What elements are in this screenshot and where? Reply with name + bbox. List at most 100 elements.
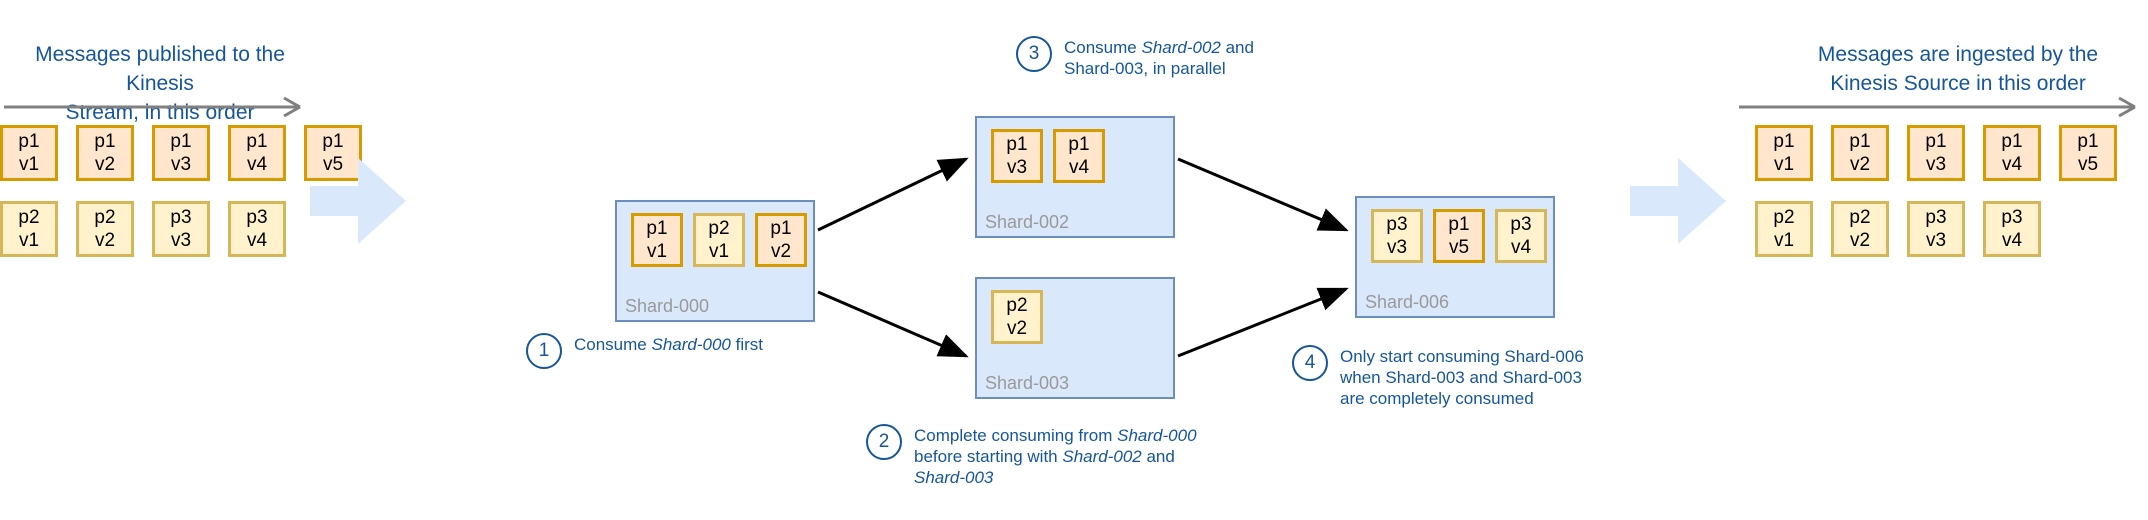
card-version: v1: [18, 154, 40, 175]
card-partition: p3: [2001, 207, 2023, 228]
card-partition: p3: [246, 207, 268, 228]
card-version: v2: [94, 154, 116, 175]
card-version: v4: [1510, 237, 1532, 258]
card-partition: p3: [170, 207, 192, 228]
card-partition: p1: [770, 218, 792, 239]
right-panel-heading-line1: Messages are ingested by the: [1817, 43, 2099, 66]
card-version: v3: [1925, 230, 1947, 251]
card-partition: p2: [1849, 207, 1871, 228]
callout-2-number: 2: [866, 424, 902, 460]
right-panel-heading-line2: Kinesis Source in this order: [1830, 72, 2086, 95]
left-order-arrow-icon: [4, 96, 301, 118]
card-partition: p2: [1773, 207, 1795, 228]
card-partition: p2: [1006, 295, 1028, 316]
card-partition: p3: [1925, 207, 1947, 228]
card-partition: p1: [170, 131, 192, 152]
right-panel-heading: Messages are ingested by the Kinesis Sou…: [1768, 40, 2148, 98]
callout-4-number: 4: [1292, 345, 1328, 381]
shard-label-shard-000: Shard-000: [625, 296, 710, 316]
card-partition: p1: [1448, 214, 1470, 235]
card-version: v1: [708, 241, 730, 262]
card-partition: p1: [1068, 134, 1090, 155]
card-version: v3: [1925, 154, 1947, 175]
left-panel-heading-line1: Messages published to the Kinesis: [35, 43, 285, 95]
card-version: v2: [770, 241, 792, 262]
card-version: v5: [2077, 154, 2099, 175]
card-version: v4: [2001, 230, 2023, 251]
card-version: v2: [1849, 154, 1871, 175]
callout-1[interactable]: 1 Consume Shard-000 first: [526, 333, 763, 369]
card-version: v1: [1773, 154, 1795, 175]
card-partition: p1: [646, 218, 668, 239]
card-partition: p3: [1510, 214, 1532, 235]
shard-label-shard-003: Shard-003: [985, 373, 1070, 393]
card-partition: p1: [2077, 131, 2099, 152]
connector-shard000-shard003: [817, 290, 969, 358]
card-version: v2: [94, 230, 116, 251]
flow-arrow-right: [1630, 158, 1726, 244]
card-partition: p1: [246, 131, 268, 152]
card-partition: p1: [1925, 131, 1947, 152]
card-partition: p1: [18, 131, 40, 152]
shard-label-shard-002: Shard-002: [985, 212, 1070, 232]
callout-1-text: Consume Shard-000 first: [574, 335, 763, 354]
card-version: v5: [322, 154, 344, 175]
connector-shard003-shard006: [1177, 287, 1349, 358]
card-version: v2: [1006, 318, 1028, 339]
card-version: v3: [170, 154, 192, 175]
card-partition: p2: [708, 218, 730, 239]
card-version: v5: [1448, 237, 1470, 258]
card-version: v3: [170, 230, 192, 251]
card-partition: p1: [1849, 131, 1871, 152]
card-version: v1: [1773, 230, 1795, 251]
card-version: v1: [18, 230, 40, 251]
card-version: v2: [1849, 230, 1871, 251]
card-partition: p1: [322, 131, 344, 152]
card-partition: p2: [18, 207, 40, 228]
connector-shard000-shard002: [817, 157, 969, 232]
card-version: v4: [246, 230, 268, 251]
callout-1-number: 1: [526, 333, 562, 369]
right-order-arrow-icon: [1739, 96, 2136, 118]
card-partition: p2: [94, 207, 116, 228]
card-version: v3: [1006, 157, 1028, 178]
card-partition: p1: [2001, 131, 2023, 152]
